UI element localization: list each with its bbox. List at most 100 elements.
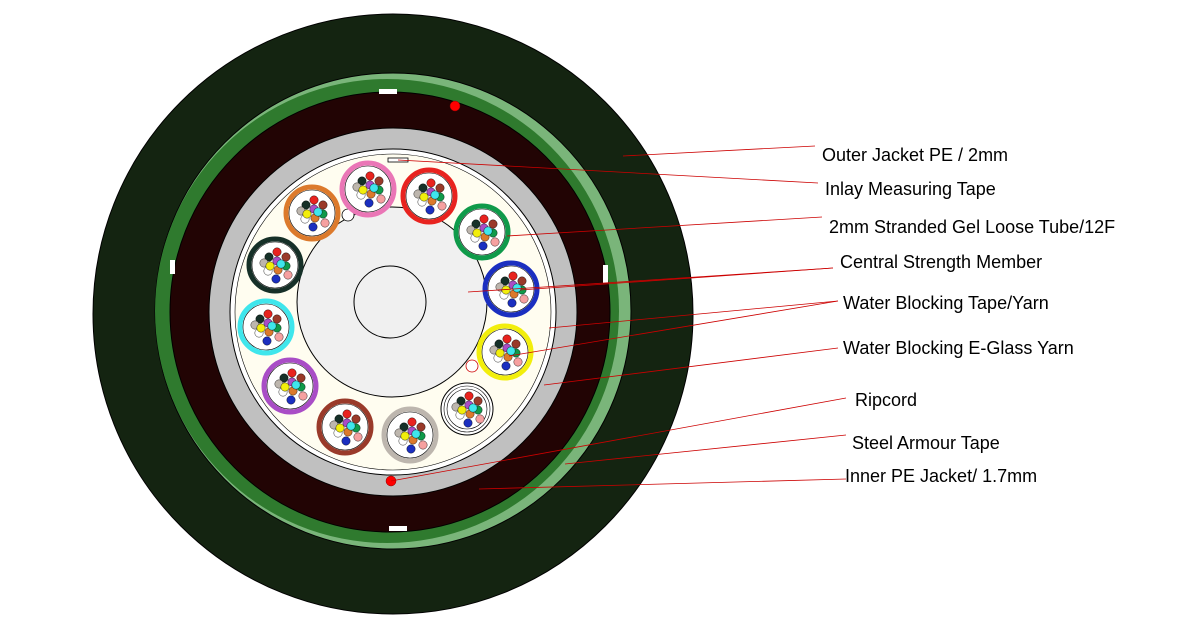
fiber-pink — [513, 357, 523, 367]
fiber-aqua — [346, 421, 356, 431]
fiber-blue — [478, 241, 488, 251]
fiber-aqua — [291, 380, 301, 390]
fiber-pink — [475, 414, 485, 424]
fiber-brown — [281, 252, 291, 262]
fiber-red — [309, 195, 319, 205]
fiber-aqua — [430, 190, 440, 200]
fiber-blue — [406, 444, 416, 454]
loose-tube-rose — [339, 160, 397, 218]
water-blocking-yarn — [465, 359, 479, 373]
fiber-yellow — [472, 228, 482, 238]
fiber-pink — [519, 294, 529, 304]
fiber-blue — [308, 222, 318, 232]
fiber-yellow — [419, 192, 429, 202]
fiber-blue — [425, 205, 435, 215]
fiber-yellow — [358, 185, 368, 195]
fiber-yellow — [495, 348, 505, 358]
fiber-aqua — [267, 321, 277, 331]
leader-outer-jacket — [622, 145, 816, 157]
loose-tubes — [237, 160, 540, 464]
loose-tube-grey — [381, 406, 439, 464]
fiber-brown — [374, 176, 384, 186]
fiber-brown — [416, 422, 426, 432]
fiber-aqua — [313, 207, 323, 217]
fiber-brown — [351, 414, 361, 424]
inner-jacket-marker — [389, 526, 407, 531]
loose-tube-orange — [283, 184, 341, 242]
fiber-red — [263, 309, 273, 319]
fiber-black — [279, 373, 289, 383]
loose-tube-violet — [261, 357, 319, 415]
fiber-aqua — [512, 283, 522, 293]
fiber-red — [272, 247, 282, 257]
label-wb-tape-yarn: Water Blocking Tape/Yarn — [843, 293, 1049, 313]
fiber-black — [471, 219, 481, 229]
label-ripcord: Ripcord — [855, 390, 917, 410]
fiber-pink — [320, 218, 330, 228]
fiber-brown — [435, 183, 445, 193]
fiber-black — [357, 176, 367, 186]
fiber-yellow — [400, 431, 410, 441]
label-wb-eglass-yarn: Water Blocking E-Glass Yarn — [843, 338, 1074, 358]
fiber-black — [301, 200, 311, 210]
fiber-blue — [341, 436, 351, 446]
leader-central-member-b — [519, 267, 834, 291]
fiber-black — [500, 276, 510, 286]
leader-eglass — [543, 347, 839, 386]
fiber-pink — [437, 201, 447, 211]
fiber-red — [287, 368, 297, 378]
fiber-aqua — [506, 346, 516, 356]
fiber-pink — [353, 432, 363, 442]
fiber-yellow — [302, 209, 312, 219]
label-loose-tube: 2mm Stranded Gel Loose Tube/12F — [829, 217, 1115, 237]
tube-inner-wall — [288, 189, 336, 237]
fiber-blue — [286, 395, 296, 405]
tube-inner-wall — [481, 328, 529, 376]
fiber-brown — [473, 396, 483, 406]
tube-inner-wall — [386, 411, 434, 459]
fiber-red — [502, 334, 512, 344]
tube-inner-wall — [321, 403, 369, 451]
loose-tube-aqua — [237, 298, 295, 356]
tube-inner-wall — [458, 208, 506, 256]
fiber-black — [334, 414, 344, 424]
loose-tube-brown — [316, 398, 374, 456]
loose-tube-green — [453, 203, 511, 261]
fiber-black — [418, 183, 428, 193]
fiber-brown — [488, 219, 498, 229]
label-inner-jacket: Inner PE Jacket/ 1.7mm — [845, 466, 1037, 486]
leader-inner-jacket — [478, 478, 847, 490]
loose-tube-black — [246, 236, 304, 294]
fiber-red — [342, 409, 352, 419]
tube-inner-wall — [242, 303, 290, 351]
leader-loose-tube — [506, 216, 823, 237]
fiber-blue — [463, 418, 473, 428]
fiber-aqua — [411, 429, 421, 439]
loose-tube-white — [440, 382, 494, 436]
fiber-black — [399, 422, 409, 432]
tube-inner-wall — [251, 241, 299, 289]
fiber-blue — [271, 274, 281, 284]
tube-inner-wall — [405, 172, 453, 220]
fiber-aqua — [276, 259, 286, 269]
fiber-yellow — [280, 382, 290, 392]
loose-tube-red — [400, 167, 458, 225]
label-outer-jacket: Outer Jacket PE / 2mm — [822, 145, 1008, 165]
fiber-red — [407, 417, 417, 427]
fiber-brown — [511, 339, 521, 349]
leader-wb-tape-a — [548, 300, 839, 329]
leader-lines — [390, 145, 847, 490]
fiber-yellow — [457, 405, 467, 415]
fiber-black — [456, 396, 466, 406]
fiber-blue — [364, 198, 374, 208]
fiber-black — [255, 314, 265, 324]
leader-inlay-tape — [397, 159, 819, 184]
label-inlay-tape: Inlay Measuring Tape — [825, 179, 996, 199]
central-strength-member-rod — [353, 265, 427, 339]
fiber-aqua — [468, 403, 478, 413]
fiber-pink — [283, 270, 293, 280]
fiber-brown — [517, 276, 527, 286]
tube-inner-wall — [344, 165, 392, 213]
fiber-aqua — [369, 183, 379, 193]
